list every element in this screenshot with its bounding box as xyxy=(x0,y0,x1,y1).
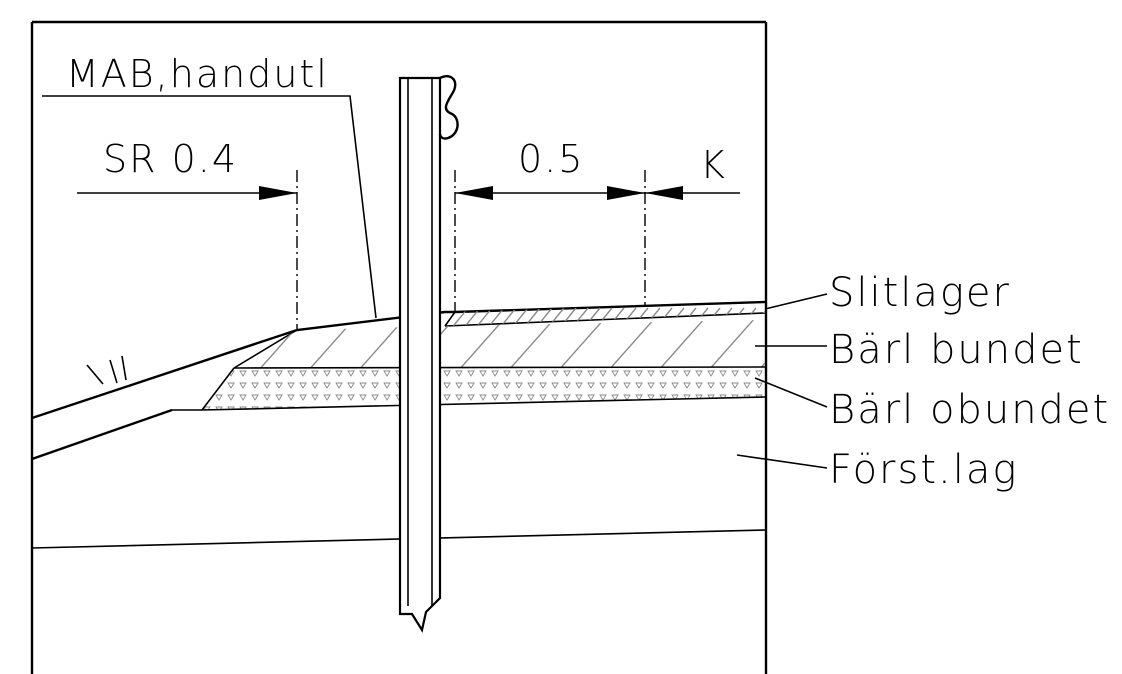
guardrail-profile xyxy=(438,75,459,140)
mab-label: MAB,handutl xyxy=(66,52,329,96)
barl-obundet-layer xyxy=(172,366,766,411)
lower-slope-line xyxy=(31,408,173,461)
mab-leader-line xyxy=(42,95,377,319)
forst-lag-label: Först.lag xyxy=(829,447,1018,493)
offset-arrowhead-right xyxy=(607,186,645,200)
slitlager-leader xyxy=(764,293,828,310)
offset-label: 0.5 xyxy=(518,137,584,181)
grass-symbol xyxy=(86,355,127,385)
k-label: K xyxy=(700,143,727,187)
k-arrowhead xyxy=(645,186,683,200)
guardrail-post xyxy=(398,76,442,633)
forst-lag-leader xyxy=(736,454,828,469)
slitlager-label: Slitlager xyxy=(829,270,1011,316)
slope-surface-line xyxy=(31,300,766,420)
offset-arrowhead-left xyxy=(455,186,493,200)
barl-bundet-label: Bärl bundet xyxy=(829,327,1084,373)
sr-label: SR 0.4 xyxy=(103,137,238,181)
barl-obundet-leader xyxy=(754,377,828,408)
barl-obundet-label: Bärl obundet xyxy=(829,387,1110,433)
sr-arrowhead xyxy=(259,186,297,200)
terrain-line xyxy=(31,529,766,549)
